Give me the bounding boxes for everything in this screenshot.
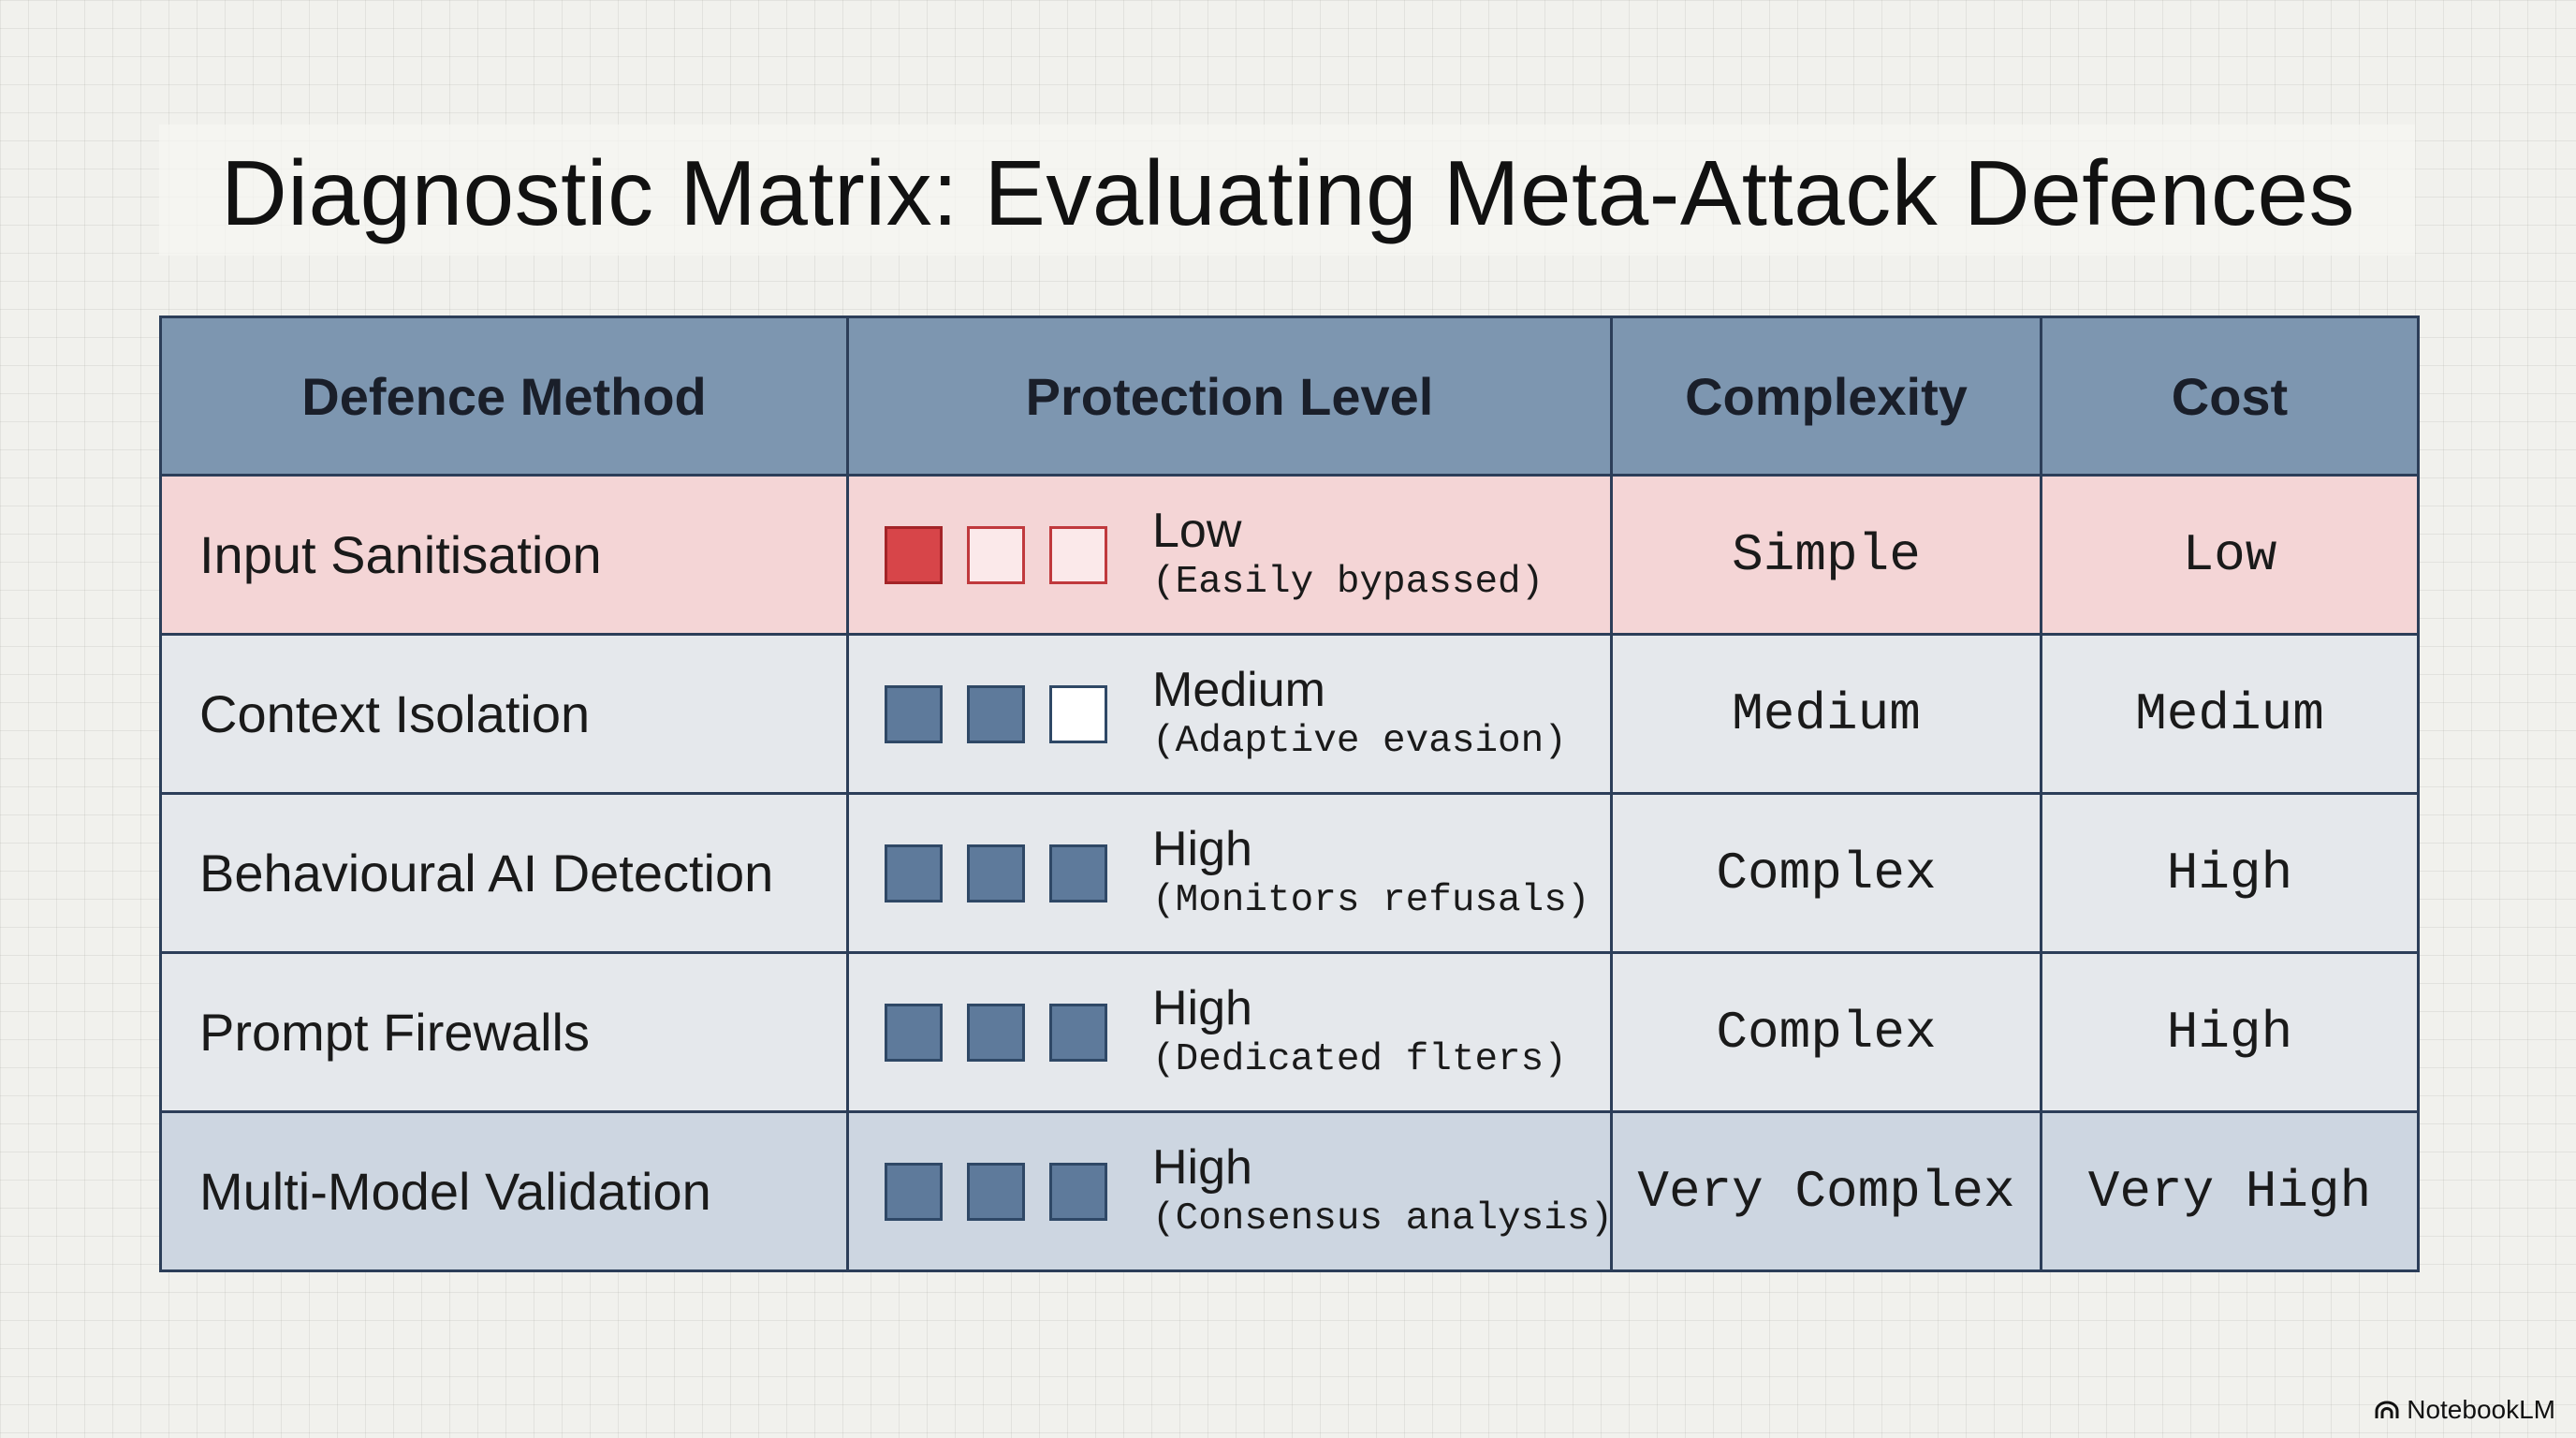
cost-cell: Very High [2040, 1110, 2420, 1272]
complexity-cell: Complex [1610, 792, 2042, 954]
rating-square-filled [885, 844, 943, 902]
cost-cell: Medium [2040, 633, 2420, 795]
protection-level-cell: High (Dedicated flters) [846, 951, 1613, 1113]
table-row: Prompt Firewalls High (Dedicated flters)… [159, 951, 2420, 1113]
protection-level-note: (Adaptive evasion) [1152, 719, 1567, 763]
defence-method-cell: Prompt Firewalls [159, 951, 849, 1113]
protection-level-label: High [1152, 1139, 1252, 1195]
table-row: Context Isolation Medium (Adaptive evasi… [159, 633, 2420, 795]
rating-square-filled [885, 1162, 943, 1221]
table-row: Multi-Model Validation High (Consensus a… [159, 1110, 2420, 1272]
rating-square-filled [967, 684, 1025, 743]
protection-level-cell: High (Monitors refusals) [846, 792, 1613, 954]
header-complexity: Complexity [1610, 315, 2042, 477]
brand-label: NotebookLM [2407, 1395, 2555, 1424]
protection-rating [885, 1162, 1107, 1221]
protection-level-cell: Low (Easily bypassed) [846, 474, 1613, 636]
defence-method-cell: Multi-Model Validation [159, 1110, 849, 1272]
defence-method-cell: Context Isolation [159, 633, 849, 795]
rating-square-empty [967, 525, 1025, 584]
protection-level-note: (Monitors refusals) [1152, 878, 1590, 922]
table-row: Input Sanitisation Low (Easily bypassed)… [159, 474, 2420, 636]
complexity-cell: Simple [1610, 474, 2042, 636]
defence-method-cell: Input Sanitisation [159, 474, 849, 636]
protection-rating [885, 684, 1107, 743]
protection-level-label: Low [1152, 503, 1242, 558]
rating-square-filled [1049, 1003, 1107, 1062]
protection-level-note: (Dedicated flters) [1152, 1037, 1567, 1081]
notebooklm-brand: NotebookLM [2375, 1395, 2555, 1425]
table-row: Behavioural AI Detection High (Monitors … [159, 792, 2420, 954]
page-title: Diagnostic Matrix: Evaluating Meta-Attac… [221, 141, 2355, 244]
protection-level-cell: High (Consensus analysis) [846, 1110, 1614, 1272]
defence-method-cell: Behavioural AI Detection [159, 792, 849, 954]
protection-rating [885, 525, 1107, 584]
cost-cell: High [2040, 792, 2420, 954]
notebooklm-logo-icon [2375, 1401, 2399, 1418]
protection-rating [885, 1003, 1107, 1062]
rating-square-filled [967, 1003, 1025, 1062]
rating-square-empty [1049, 525, 1107, 584]
protection-level-note: (Easily bypassed) [1152, 560, 1544, 604]
header-cost: Cost [2040, 315, 2420, 477]
protection-level-label: High [1152, 821, 1252, 876]
cost-cell: Low [2040, 474, 2420, 636]
rating-square-filled [967, 1162, 1025, 1221]
rating-square-filled [967, 844, 1025, 902]
defence-matrix-table: Defence Method Protection Level Complexi… [159, 315, 2420, 1272]
rating-square-filled [885, 1003, 943, 1062]
header-defence-method: Defence Method [159, 315, 849, 477]
protection-level-note: (Consensus analysis) [1152, 1196, 1614, 1240]
complexity-cell: Complex [1610, 951, 2042, 1113]
rating-square-filled [1049, 1162, 1107, 1221]
table-header-row: Defence Method Protection Level Complexi… [159, 315, 2420, 477]
protection-rating [885, 844, 1107, 902]
rating-square-filled [885, 684, 943, 743]
title-band [159, 125, 2415, 256]
protection-level-label: High [1152, 980, 1252, 1035]
rating-square-filled [1049, 844, 1107, 902]
rating-square-filled [885, 525, 943, 584]
complexity-cell: Medium [1610, 633, 2042, 795]
protection-level-label: Medium [1152, 662, 1325, 717]
cost-cell: High [2040, 951, 2420, 1113]
complexity-cell: Very Complex [1610, 1110, 2042, 1272]
rating-square-empty [1049, 684, 1107, 743]
header-protection-level: Protection Level [846, 315, 1613, 477]
protection-level-cell: Medium (Adaptive evasion) [846, 633, 1613, 795]
